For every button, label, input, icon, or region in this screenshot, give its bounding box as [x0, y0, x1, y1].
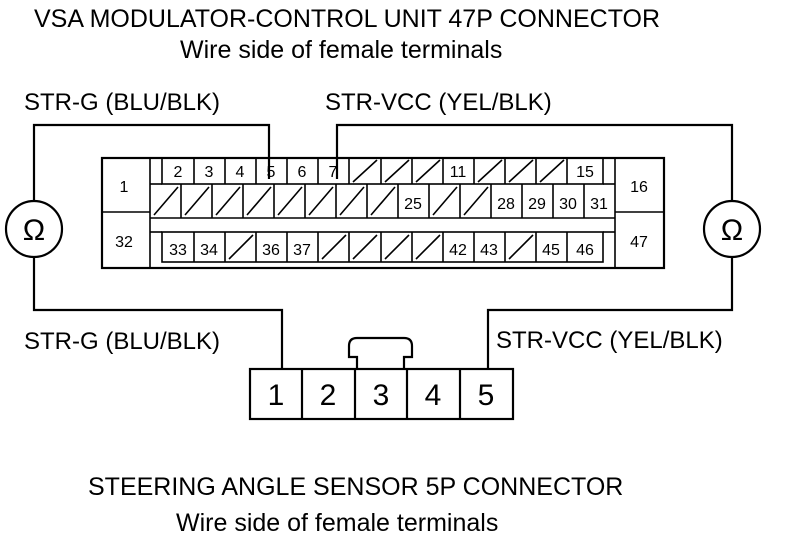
sensor-pin-1: 1	[268, 379, 285, 412]
ohmmeter-icon	[702, 199, 762, 259]
wire-label-str-vcc-bottom: STR-VCC (YEL/BLK)	[496, 327, 723, 354]
vsa-pin-7: 7	[329, 164, 338, 181]
sensor-connector-title: STEERING ANGLE SENSOR 5P CONNECTOR	[88, 473, 623, 501]
ohmmeter-right: Ω	[702, 199, 762, 259]
ohm-symbol-left: Ω	[23, 214, 45, 247]
vsa-pin-1: 1	[120, 179, 129, 196]
vsa-pin-42: 42	[449, 242, 467, 259]
vsa-pin-28: 28	[497, 196, 515, 213]
vsa-pin-15: 15	[576, 164, 594, 181]
wire-str-g-bottom	[32, 257, 284, 370]
wire-str-g-top	[32, 123, 271, 201]
vsa-pin-2: 2	[174, 164, 183, 181]
vsa-top-row-dividers	[193, 158, 568, 184]
sensor-pin-2: 2	[320, 379, 337, 412]
vsa-pin-25: 25	[404, 196, 422, 213]
vsa-mid-row-dividers	[180, 184, 585, 218]
vsa-pin-33: 33	[169, 242, 187, 259]
vsa-pin-47: 47	[630, 234, 648, 251]
vsa-top-row-empty-slashes	[352, 159, 565, 183]
vsa-bottom-row-dividers	[193, 232, 568, 262]
vsa-pin-4: 4	[236, 164, 245, 181]
vsa-connector-title: VSA MODULATOR-CONTROL UNIT 47P CONNECTOR	[34, 5, 660, 33]
vsa-pin-3: 3	[205, 164, 214, 181]
wire-label-str-vcc-top: STR-VCC (YEL/BLK)	[325, 89, 552, 116]
vsa-connector-subtitle: Wire side of female terminals	[180, 36, 502, 64]
vsa-pin-43: 43	[480, 242, 498, 259]
vsa-pin-5: 5	[267, 164, 276, 181]
vsa-pin-36: 36	[262, 242, 280, 259]
vsa-pin-37: 37	[293, 242, 311, 259]
vsa-pin-32: 32	[115, 234, 133, 251]
sensor-pin-3: 3	[373, 379, 390, 412]
wire-label-str-g-top: STR-G (BLU/BLK)	[24, 89, 220, 116]
vsa-pin-31: 31	[590, 196, 608, 213]
vsa-pin-30: 30	[559, 196, 577, 213]
sensor-pin-5: 5	[478, 379, 495, 412]
vsa-bottom-row-empty-slashes	[228, 234, 534, 260]
sensor-connector-body	[248, 367, 515, 421]
vsa-pin-34: 34	[200, 242, 218, 259]
vsa-pin-45: 45	[542, 242, 560, 259]
vsa-mid-row-empty-slashes	[153, 186, 489, 216]
steering-sensor-5p-connector: 1 2 3 4 5	[248, 336, 515, 421]
ohmmeter-left: Ω	[4, 199, 64, 259]
wire-str-vcc-top	[335, 123, 734, 201]
sensor-pin-4: 4	[425, 379, 442, 412]
vsa-pin-11: 11	[450, 164, 467, 181]
vsa-pin-16: 16	[630, 179, 648, 196]
connector-lock-tab	[347, 336, 414, 370]
wire-label-str-g-bottom: STR-G (BLU/BLK)	[24, 328, 220, 355]
ohmmeter-icon	[4, 199, 64, 259]
vsa-pin-46: 46	[576, 242, 594, 259]
sensor-connector-subtitle: Wire side of female terminals	[176, 509, 498, 537]
vsa-47p-connector: 1 32 16 47 2 3 4 5 6 7 11 15	[100, 156, 666, 270]
wire-str-vcc-bottom	[486, 257, 734, 370]
ohm-symbol-right: Ω	[721, 214, 743, 247]
vsa-pin-29: 29	[528, 196, 546, 213]
vsa-pin-6: 6	[298, 164, 307, 181]
